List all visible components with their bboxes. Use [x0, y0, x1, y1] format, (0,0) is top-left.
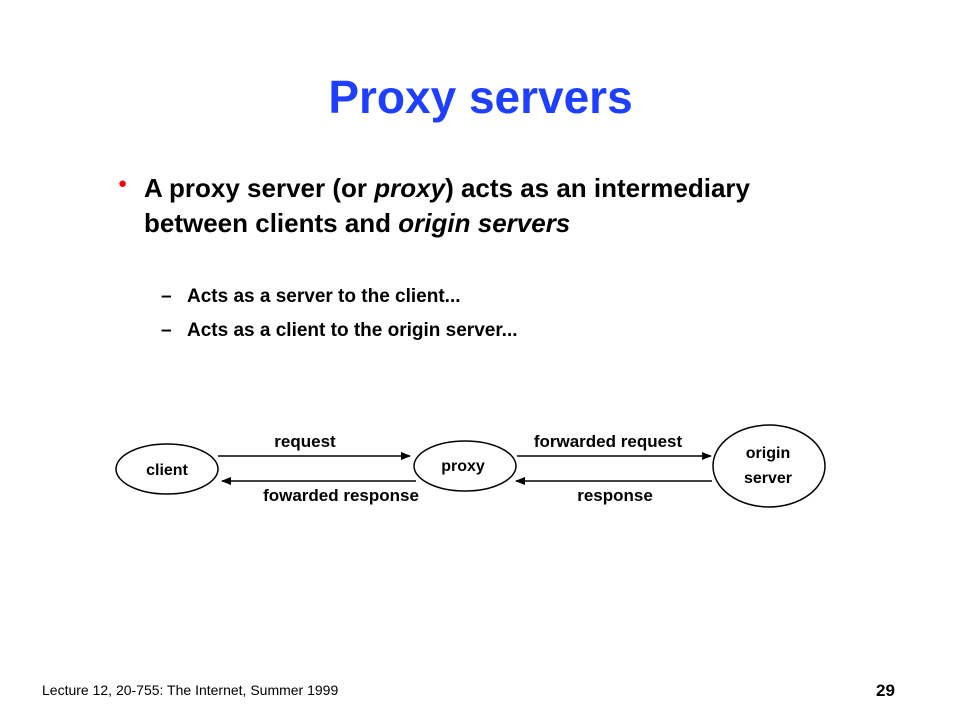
fowarded-response-label: fowarded response: [263, 486, 419, 505]
bullet-text-mid: ) acts as an intermediary between client…: [144, 173, 750, 238]
origin-server-node: [712, 424, 826, 508]
bullet-text-proxy: proxy: [374, 173, 446, 203]
subpoint-1: –Acts as a server to the client...: [161, 285, 461, 309]
origin-server-label-line2: server: [744, 470, 792, 487]
subpoint-2: –Acts as a client to the origin server..…: [161, 319, 518, 343]
subpoint-2-text: Acts as a client to the origin server...: [187, 320, 518, 341]
slide-title: Proxy servers: [328, 71, 633, 123]
bullet-dot-icon: ●: [118, 175, 128, 192]
client-node: [115, 443, 219, 495]
dash-icon: –: [161, 320, 172, 341]
page-number: 29: [876, 681, 895, 700]
response-label: response: [577, 486, 653, 505]
forwarded-request-label: forwarded request: [534, 432, 683, 451]
main-bullet-text: A proxy server (or proxy) acts as an int…: [144, 171, 794, 241]
dash-icon: –: [161, 286, 172, 307]
request-label: request: [274, 432, 336, 451]
subpoint-1-text: Acts as a server to the client...: [187, 286, 461, 307]
slide-footer: Lecture 12, 20-755: The Internet, Summer…: [42, 682, 339, 698]
bullet-text-start: A proxy server (or: [144, 173, 375, 203]
bullet-text-origin-servers: origin servers: [398, 208, 571, 238]
proxy-node-label: proxy: [441, 458, 485, 475]
proxy-node: [413, 440, 517, 492]
client-node-label: client: [146, 462, 188, 479]
origin-server-label-line1: origin: [746, 445, 790, 462]
